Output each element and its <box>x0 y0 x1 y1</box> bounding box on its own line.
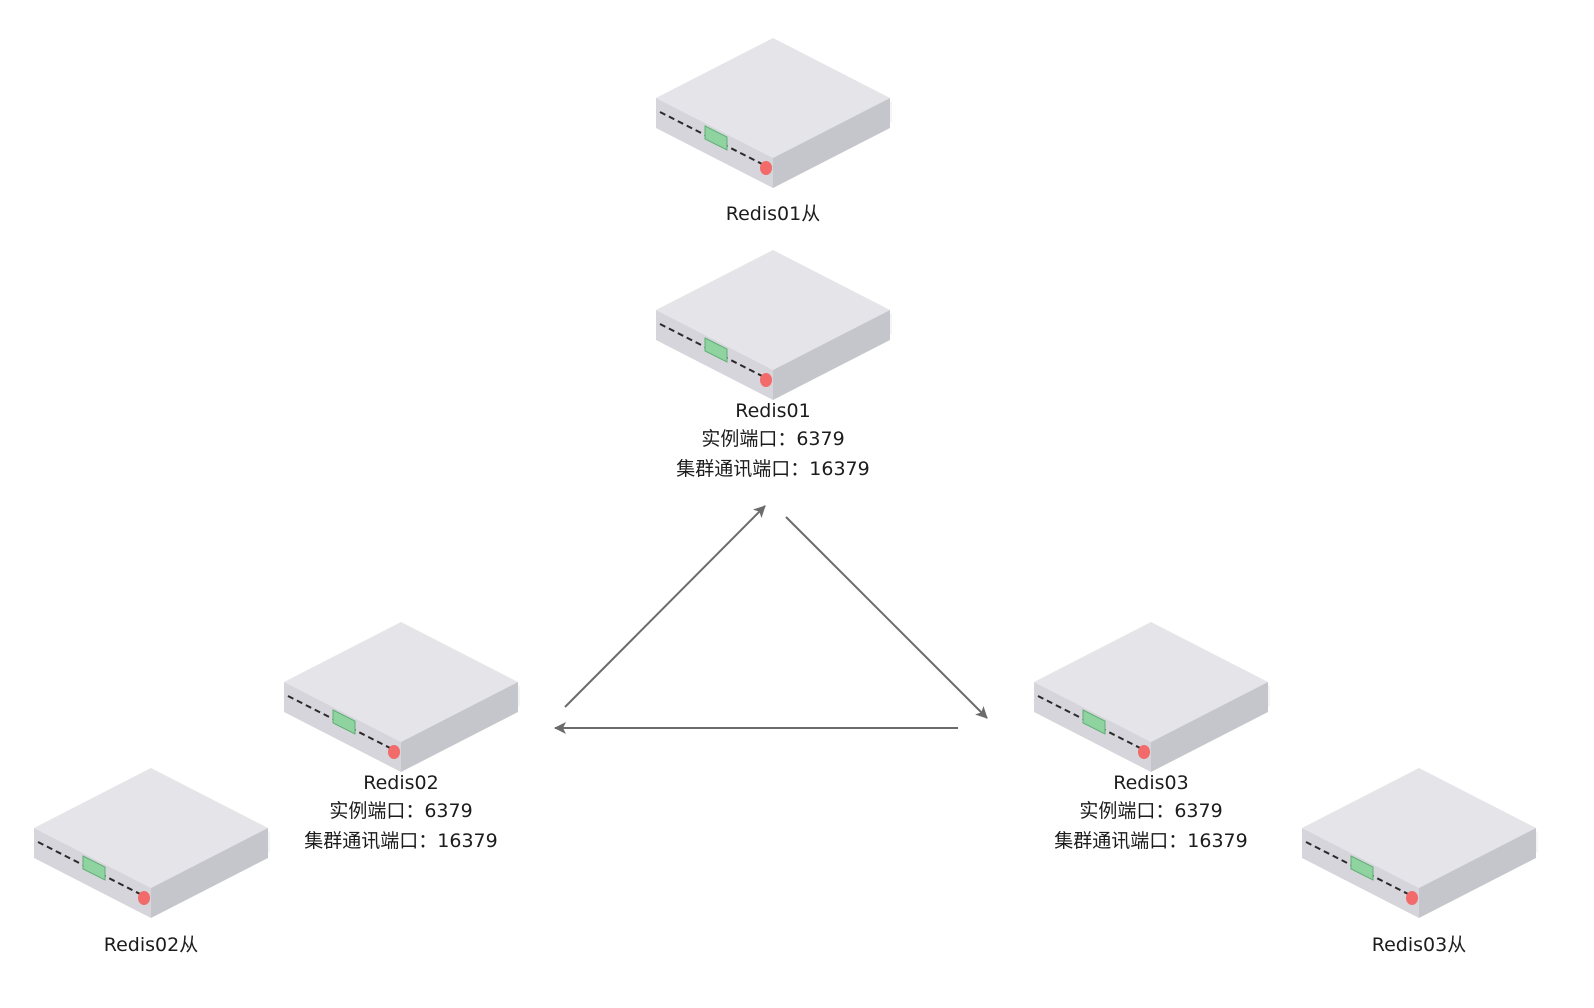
bus-port-label: 集群通讯端口：16379 <box>1054 830 1247 852</box>
server-icon <box>1301 767 1539 919</box>
instance-port-label: 实例端口：6379 <box>1079 800 1222 822</box>
node-name: Redis03 <box>1113 772 1188 794</box>
node-name: Redis02 <box>363 772 438 794</box>
node-name: Redis01从 <box>726 203 820 225</box>
server-icon <box>655 37 893 189</box>
server-icon <box>33 767 271 919</box>
bus-port-label: 集群通讯端口：16379 <box>676 458 869 480</box>
node-redis01-slave[interactable]: Redis01从 <box>655 37 893 225</box>
edge-redis01-to-redis03 <box>785 516 988 719</box>
node-redis03-slave[interactable]: Redis03从 <box>1301 767 1539 956</box>
node-redis02-slave[interactable]: Redis02从 <box>33 767 271 956</box>
node-redis01[interactable]: Redis01 实例端口：6379 集群通讯端口：16379 <box>655 249 893 480</box>
instance-port-label: 实例端口：6379 <box>329 800 472 822</box>
edge-redis02-to-redis01 <box>564 505 766 708</box>
node-name: Redis01 <box>735 400 810 422</box>
node-name: Redis03从 <box>1372 934 1466 956</box>
server-icon <box>283 621 521 773</box>
node-redis02[interactable]: Redis02 实例端口：6379 集群通讯端口：16379 <box>283 621 521 852</box>
node-redis03[interactable]: Redis03 实例端口：6379 集群通讯端口：16379 <box>1033 621 1271 852</box>
server-icon <box>1033 621 1271 773</box>
node-name: Redis02从 <box>104 934 198 956</box>
instance-port-label: 实例端口：6379 <box>701 428 844 450</box>
bus-port-label: 集群通讯端口：16379 <box>304 830 497 852</box>
server-icon <box>655 249 893 401</box>
